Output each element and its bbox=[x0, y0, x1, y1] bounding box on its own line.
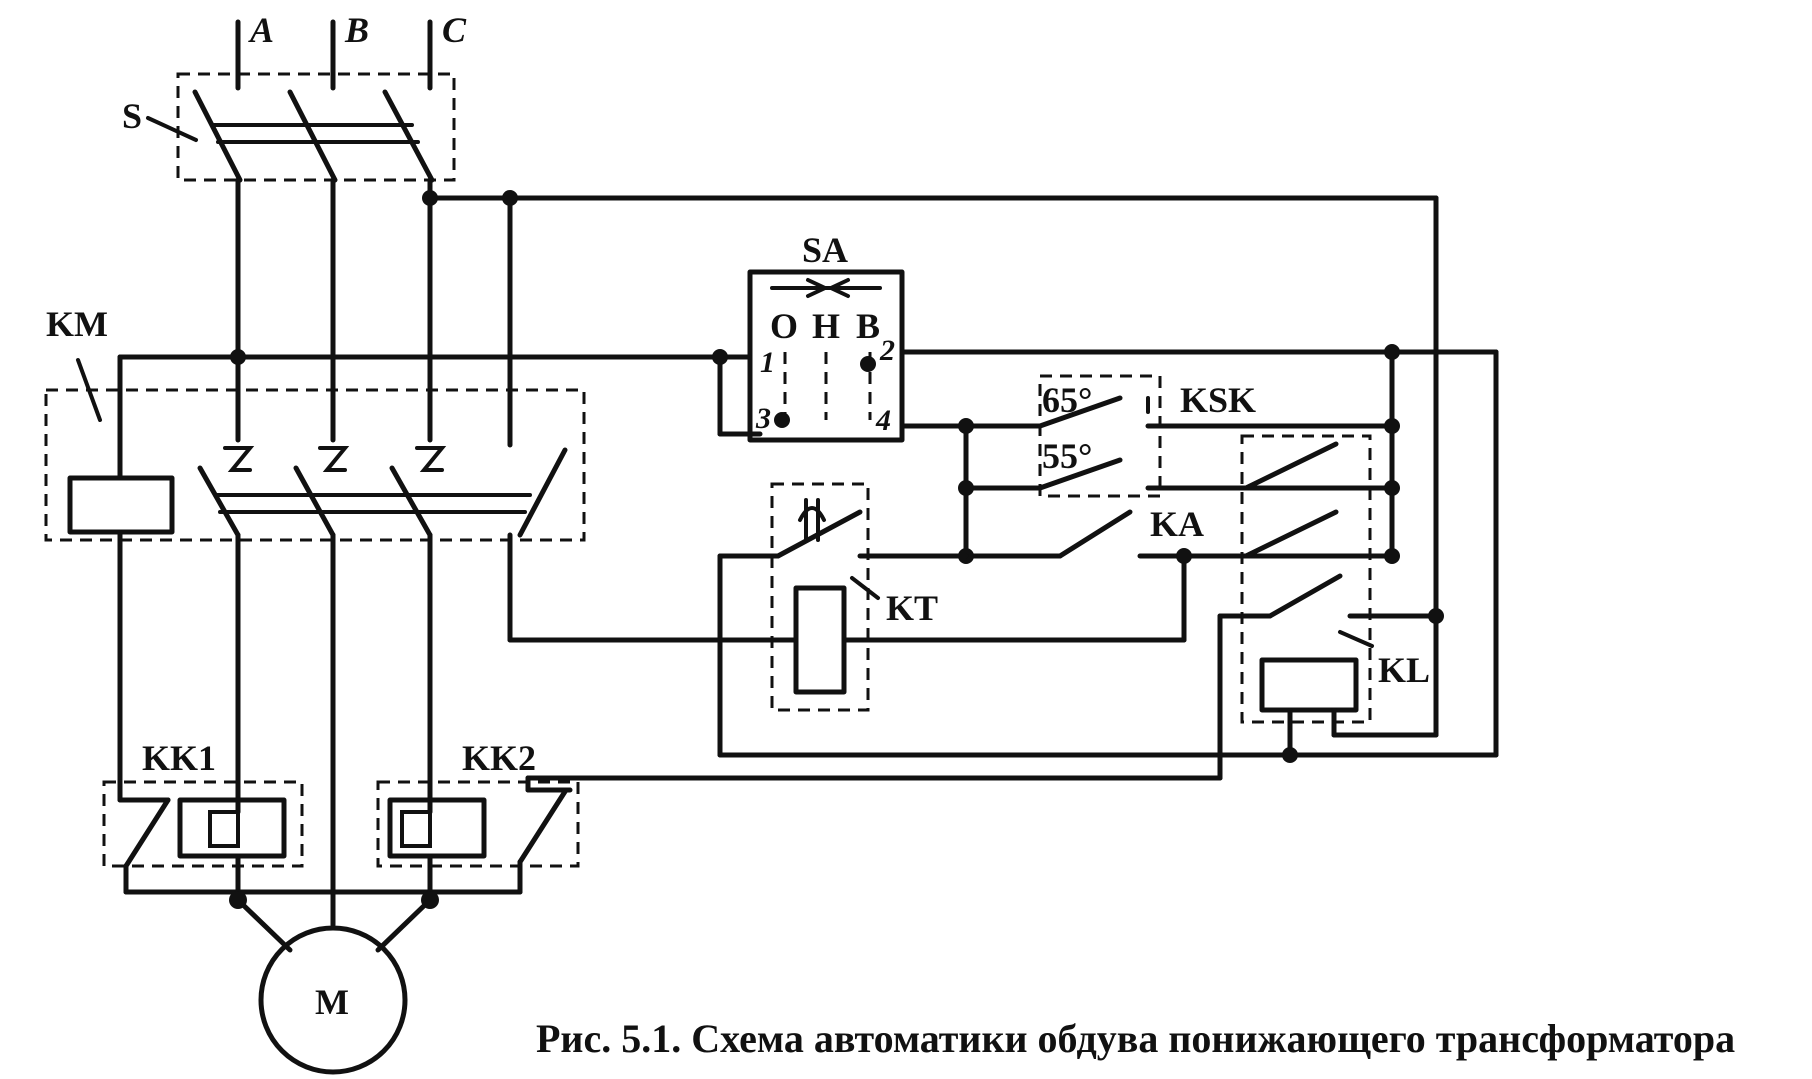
selector-position-b: B bbox=[856, 306, 880, 346]
selector-terminal-3: 3 bbox=[755, 402, 771, 435]
selector-sa bbox=[717, 269, 1395, 443]
junction-rail-1 bbox=[1384, 344, 1400, 360]
motor-m bbox=[258, 925, 408, 1075]
selector-position-h: H bbox=[812, 306, 840, 346]
selector-sa-label: SA bbox=[802, 230, 848, 270]
phase-a-label: A bbox=[248, 10, 274, 50]
junction-rail-3 bbox=[1384, 480, 1400, 496]
supply-lines bbox=[235, 19, 433, 91]
junction-motor-1 bbox=[229, 891, 247, 909]
thermal-relay-kk2 bbox=[376, 775, 1223, 868]
junction-control bbox=[502, 190, 518, 206]
bottom-wiring bbox=[123, 853, 523, 953]
timer-kt-label: KT bbox=[886, 588, 938, 628]
contactor-km-label: KM bbox=[46, 304, 108, 344]
junction-c bbox=[422, 190, 438, 206]
selector-terminal-2: 2 bbox=[879, 334, 895, 367]
junction-rail-2 bbox=[1384, 418, 1400, 434]
thermostat-ksk-label: KSK bbox=[1180, 380, 1256, 420]
phase-wires-lower bbox=[235, 532, 433, 928]
thermostat-high: 65° bbox=[1042, 380, 1092, 420]
relay-ka-label: KA bbox=[1150, 504, 1204, 544]
junction-bus-a bbox=[230, 349, 246, 365]
contactor-km bbox=[44, 358, 586, 542]
main-switch-s bbox=[146, 72, 456, 183]
selector-terminal-4: 4 bbox=[875, 404, 891, 437]
junction-ka-out bbox=[1176, 548, 1192, 564]
motor-label: M bbox=[315, 982, 349, 1022]
figure-caption: Рис. 5.1. Схема автоматики обдува понижа… bbox=[536, 1016, 1735, 1061]
fuse-symbols bbox=[223, 446, 447, 472]
control-supply bbox=[427, 195, 1439, 738]
junction-ksk-2 bbox=[958, 480, 974, 496]
junction-kl-coil bbox=[1282, 747, 1298, 763]
phase-c-label: C bbox=[442, 10, 467, 50]
thermostat-low: 55° bbox=[1042, 436, 1092, 476]
thermal-relay-kk1 bbox=[102, 779, 304, 869]
thermal-relay-kk1-label: KK1 bbox=[142, 738, 216, 778]
timer-kt bbox=[717, 482, 969, 758]
junction-rail-4 bbox=[1384, 548, 1400, 564]
switch-s-label: S bbox=[122, 96, 142, 136]
junction-sa-in bbox=[712, 349, 728, 365]
junction-motor-2 bbox=[421, 891, 439, 909]
phase-b-label: B bbox=[344, 10, 369, 50]
thermostat-ksk bbox=[963, 374, 1395, 559]
control-bus bbox=[117, 354, 723, 785]
selector-position-o: O bbox=[770, 306, 798, 346]
relay-ka bbox=[857, 509, 1395, 643]
junction-ksk-1 bbox=[958, 418, 974, 434]
junction-kl bbox=[1428, 608, 1444, 624]
thermal-relay-kk2-label: KK2 bbox=[462, 738, 536, 778]
selector-terminal-1: 1 bbox=[760, 346, 775, 379]
relay-kl-label: KL bbox=[1378, 650, 1430, 690]
phase-wires-upper bbox=[235, 177, 433, 443]
right-rail bbox=[717, 349, 1499, 758]
